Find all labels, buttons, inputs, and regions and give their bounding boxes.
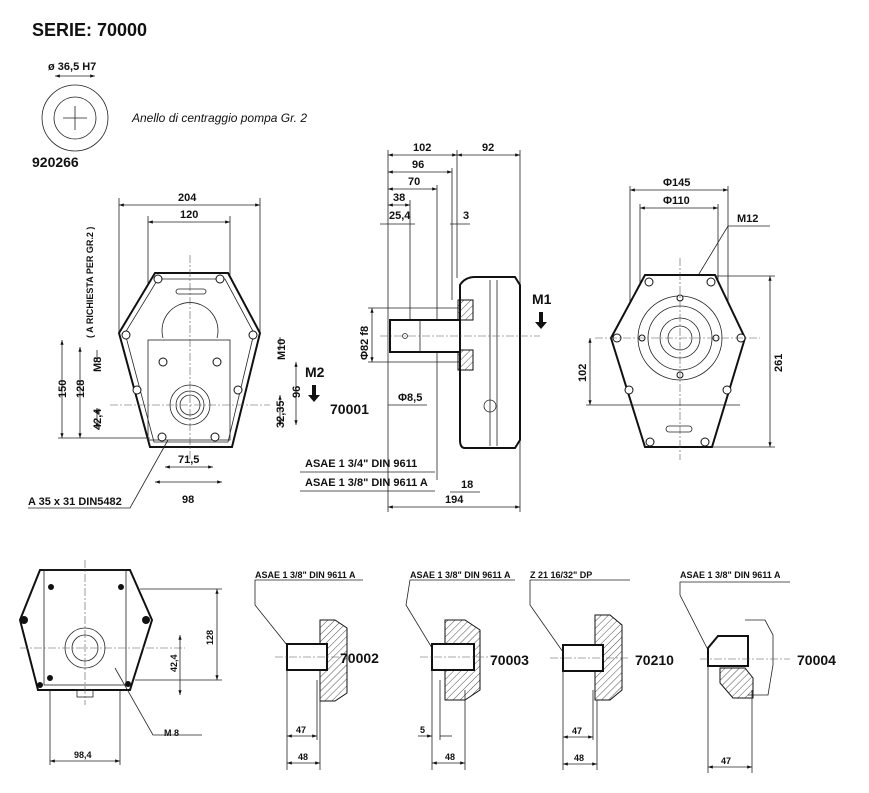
page-title: SERIE: 70000 [32, 20, 147, 40]
dim-25-4: 25,4 [389, 210, 411, 222]
down-arrow-icon [535, 312, 547, 329]
dim-m10: M10 [276, 339, 288, 360]
dim-phi-110: Φ110 [663, 195, 690, 207]
front-view: ( A RICHIESTA PER GR.2 ) 204 120 150 128… [28, 192, 325, 509]
variant-code: 70002 [340, 650, 379, 666]
code-70001: 70001 [330, 401, 369, 417]
dim-194: 194 [445, 494, 464, 506]
dim-m12: M12 [737, 213, 758, 225]
dim-70: 70 [408, 176, 420, 188]
variant-code: 70003 [490, 652, 529, 668]
variant-spec: ASAE 1 3/8" DIN 9611 A [410, 570, 511, 580]
centering-ring: ø 36,5 H7 920266 Anello di centraggio po… [32, 61, 307, 170]
dim-102: 102 [413, 142, 431, 154]
dim-m8-bottom: M 8 [164, 728, 179, 738]
m2-label: M2 [305, 364, 325, 380]
dim-3: 3 [463, 210, 469, 222]
m1-label: M1 [532, 291, 552, 307]
down-arrow-icon [308, 385, 320, 402]
dim-128-bottom: 128 [205, 630, 215, 645]
dim-phi-82: Φ82 f8 [359, 326, 371, 360]
dim-96-side: 96 [412, 159, 424, 171]
dim-a: 47 [721, 756, 731, 766]
dim-phi-8-5: Φ8,5 [398, 392, 422, 404]
variant-spec: ASAE 1 3/8" DIN 9611 A [255, 570, 356, 580]
dim-102-rear: 102 [577, 364, 589, 382]
dim-phi-145: Φ145 [663, 177, 690, 189]
dim-96: 96 [291, 386, 303, 398]
variant-spec: Z 21 16/32" DP [530, 570, 592, 580]
dim-b: 48 [445, 752, 455, 762]
variant-70002: ASAE 1 3/8" DIN 9611 A 70002 47 48 [254, 570, 379, 770]
side-view: 102 92 96 70 38 25,4 3 Φ82 f8 Φ8,5 7000 [300, 142, 552, 512]
ring-description: Anello di centraggio pompa Gr. 2 [131, 111, 307, 125]
dim-a: 5 [420, 725, 425, 735]
dim-120: 120 [180, 209, 198, 221]
spec-asae-3-8: ASAE 1 3/8" DIN 9611 A [305, 477, 428, 489]
bottom-view: 128 42,4 M 8 98,4 [18, 560, 222, 765]
dim-42-4: 42,4 [92, 408, 104, 430]
dim-m8: M8 [92, 357, 104, 372]
ring-code: 920266 [32, 154, 79, 170]
variant-70210: Z 21 16/32" DP 70210 47 48 [529, 570, 674, 770]
dim-38: 38 [393, 192, 405, 204]
dim-b: 48 [298, 752, 308, 762]
dim-42-4-bottom: 42,4 [169, 654, 179, 672]
dim-261: 261 [773, 354, 785, 372]
dim-98: 98 [182, 494, 194, 506]
spec-asae-3-4: ASAE 1 3/4" DIN 9611 [305, 458, 417, 470]
dim-32-35: 32,35 [275, 400, 287, 428]
dim-71-5: 71,5 [178, 454, 199, 466]
dim-98-4: 98,4 [74, 750, 92, 760]
dim-a: 47 [296, 725, 306, 735]
shaft-spec: A 35 x 31 DIN5482 [28, 496, 122, 508]
dim-128: 128 [75, 380, 87, 398]
front-note: ( A RICHIESTA PER GR.2 ) [85, 227, 95, 338]
variant-code: 70004 [797, 652, 836, 668]
dim-92: 92 [482, 142, 494, 154]
dim-204: 204 [178, 192, 197, 204]
ring-diameter-label: ø 36,5 H7 [48, 61, 96, 73]
variant-spec: ASAE 1 3/8" DIN 9611 A [680, 570, 781, 580]
dim-18: 18 [461, 479, 473, 491]
variant-70004: ASAE 1 3/8" DIN 9611 A 70004 47 [679, 570, 836, 773]
rear-view: Φ145 Φ110 M12 102 261 [577, 177, 785, 460]
variant-70003: ASAE 1 3/8" DIN 9611 A 70003 5 48 [405, 570, 529, 770]
dim-a: 47 [572, 726, 582, 736]
variant-code: 70210 [635, 652, 674, 668]
dim-b: 48 [574, 753, 584, 763]
dim-150: 150 [57, 380, 69, 398]
